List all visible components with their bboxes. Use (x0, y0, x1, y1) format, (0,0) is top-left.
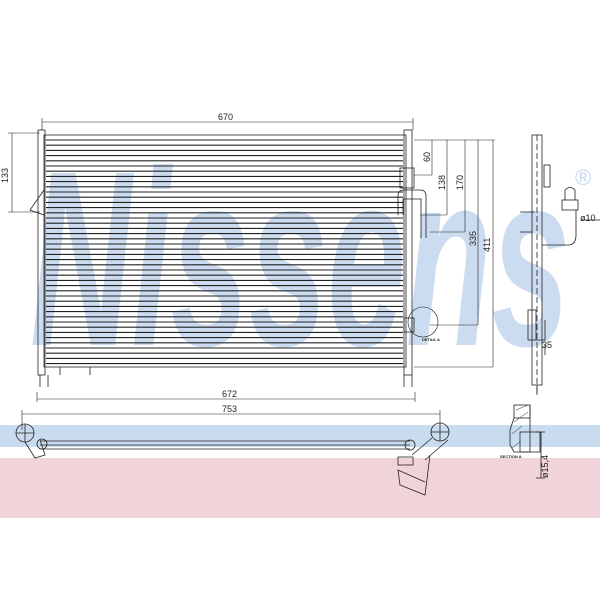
detail-a-label: DETAIL A (422, 337, 440, 342)
outlet-fitting (403, 317, 415, 333)
left-bracket (29, 189, 45, 216)
front-view (29, 129, 439, 387)
dim-60: 60 (422, 152, 432, 162)
registered-mark: ® (575, 165, 591, 190)
dim-138: 138 (437, 175, 447, 190)
dim-pipe-diameter: ø10 (580, 213, 596, 223)
right-header-tank (403, 129, 413, 376)
pipe-flange (399, 167, 415, 189)
dim-35: 35 (542, 340, 552, 350)
detail-a-circle (407, 306, 439, 338)
section-a-label: SECTION A (500, 454, 522, 459)
dim-170: 170 (455, 175, 465, 190)
side-view (520, 134, 600, 395)
dim-133: 133 (0, 168, 10, 183)
blue-band (0, 425, 600, 447)
dim-411: 411 (482, 238, 492, 252)
mount-pins (39, 367, 413, 387)
inlet-pipe (397, 189, 427, 238)
dim-672: 672 (222, 389, 237, 399)
bottom-view (15, 422, 450, 496)
dim-section-diameter: ø15,4 (540, 455, 550, 478)
inlet-pipe-inner (402, 198, 422, 238)
core-outline (43, 134, 407, 368)
dimension-lines (8, 118, 495, 430)
pink-band (0, 458, 600, 518)
left-header-tank (37, 129, 46, 376)
dim-335: 335 (468, 231, 478, 246)
dim-753: 753 (222, 404, 237, 414)
core-fins (46, 139, 403, 365)
section-a (509, 404, 545, 479)
dim-670: 670 (218, 112, 233, 122)
